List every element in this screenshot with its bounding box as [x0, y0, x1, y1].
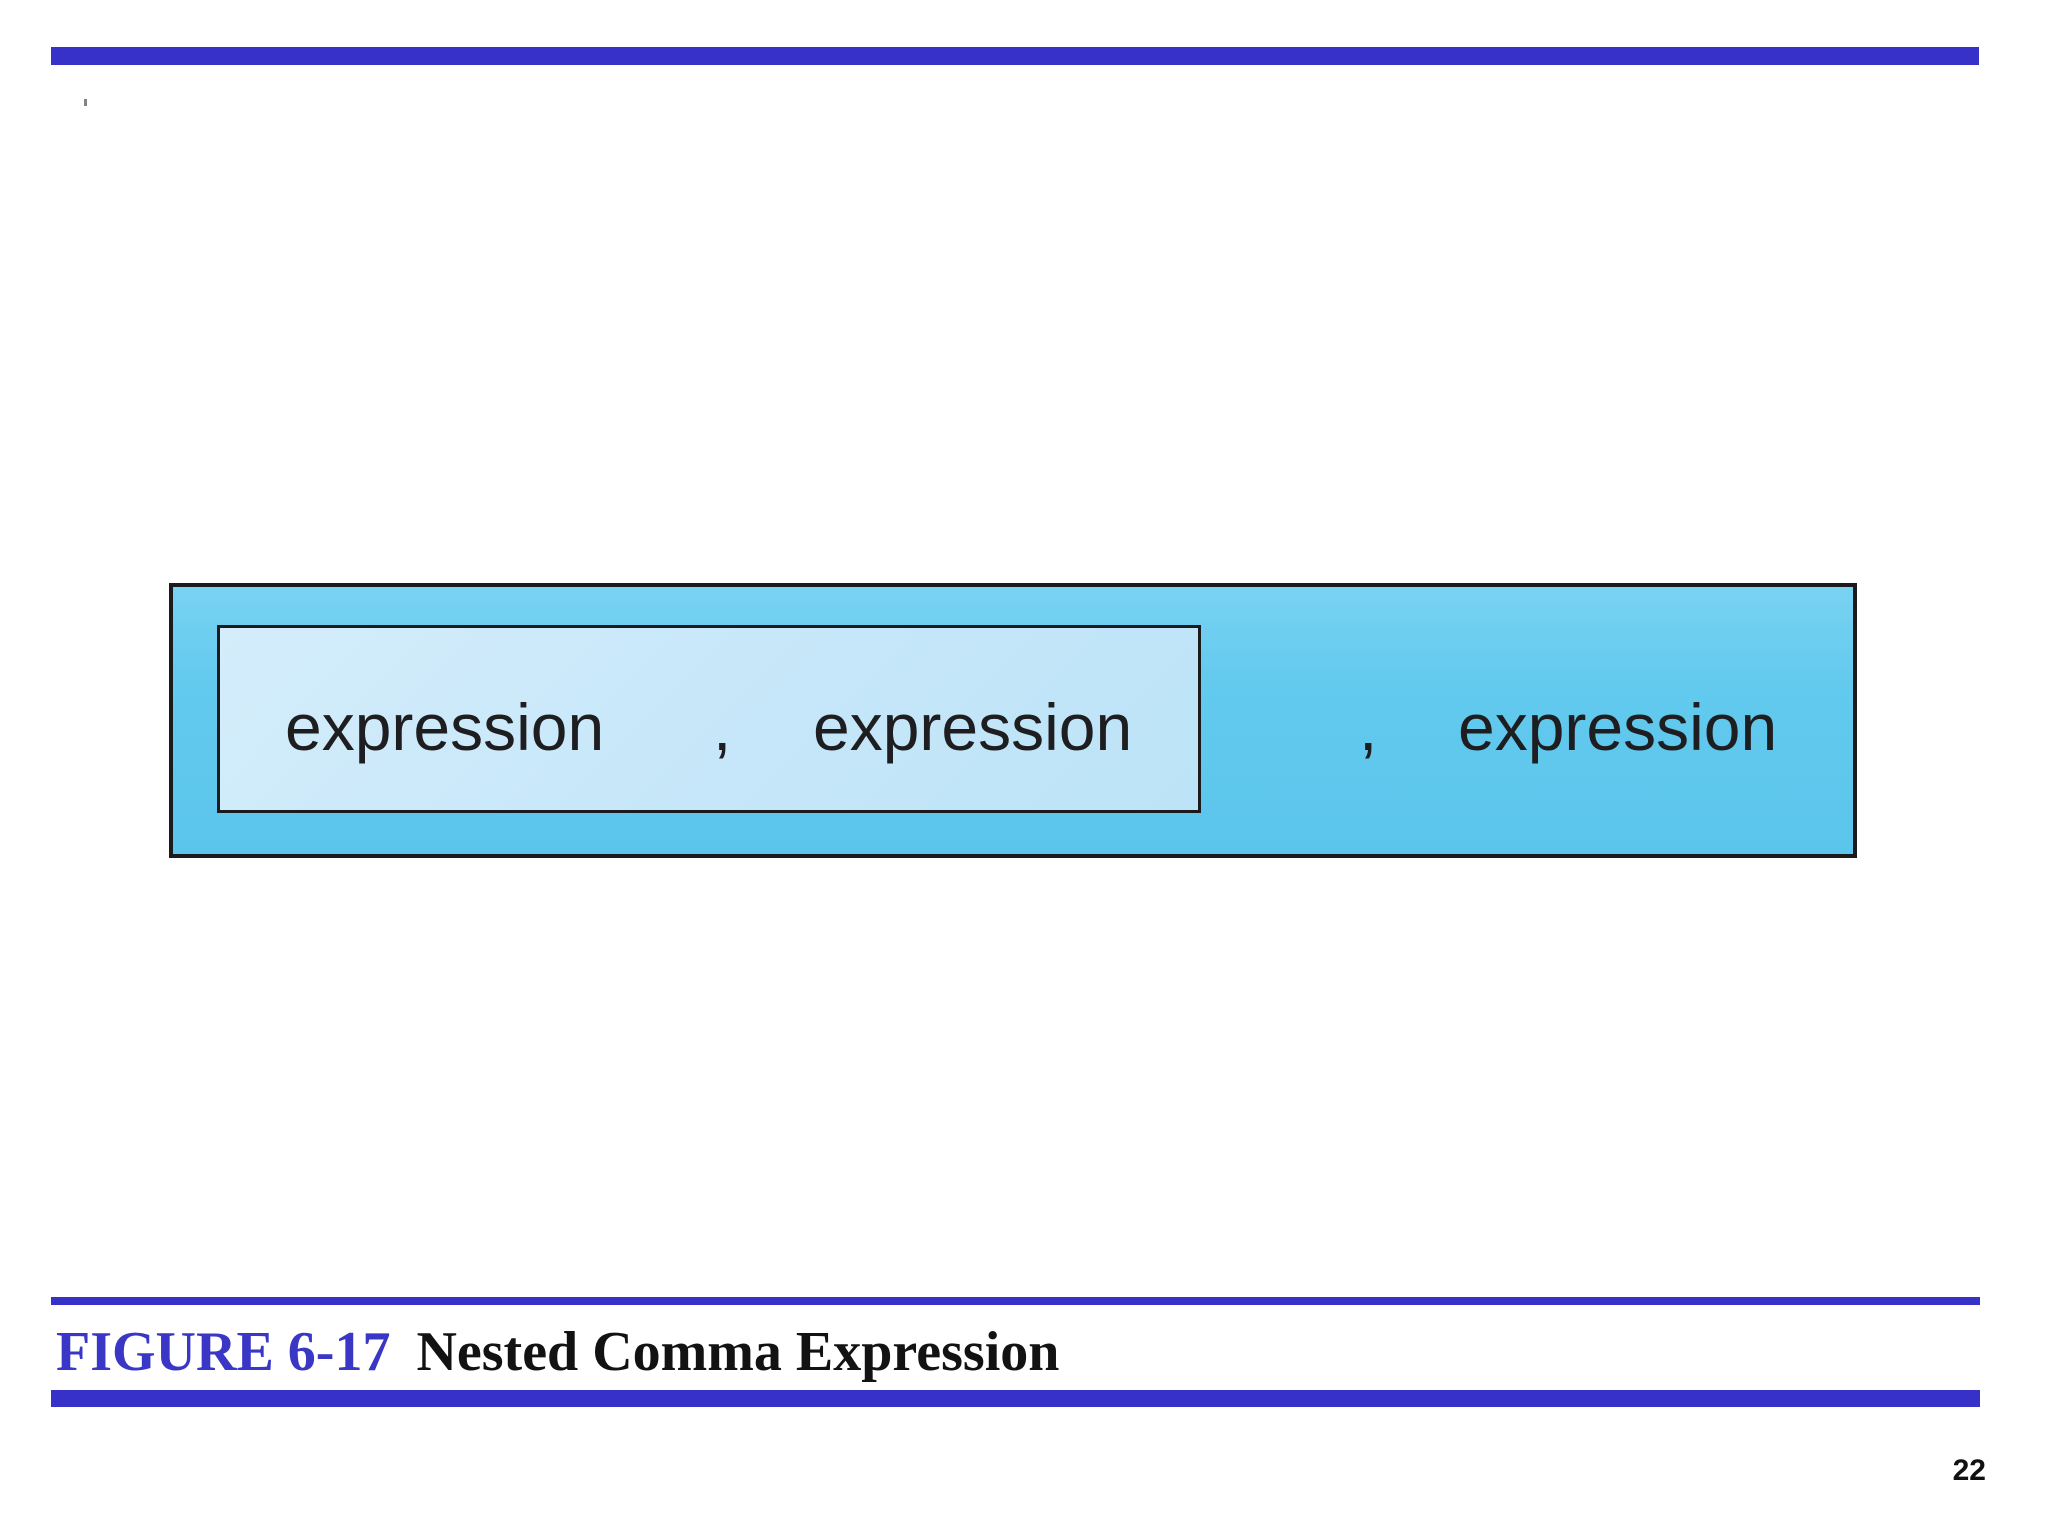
figure-caption-label: FIGURE 6-17	[56, 1321, 391, 1383]
inner-expression-1-label: expression	[285, 690, 605, 764]
caption-bottom-rule	[51, 1390, 1980, 1407]
outer-comma-label: ,	[1359, 690, 1378, 764]
outer-expression-label: expression	[1458, 690, 1778, 764]
outer-expression-box	[169, 583, 1857, 858]
inner-expression-box	[217, 625, 1201, 813]
inner-expression-2-label: expression	[813, 690, 1133, 764]
figure-caption-title: Nested Comma Expression	[416, 1321, 1060, 1383]
stray-mark	[84, 99, 87, 106]
page-number: 22	[1952, 1454, 1986, 1487]
figure-caption: FIGURE 6-17 Nested Comma Expression	[56, 1324, 1059, 1380]
caption-top-rule	[51, 1297, 1980, 1305]
top-rule	[51, 47, 1979, 65]
inner-comma-label: ,	[713, 690, 732, 764]
